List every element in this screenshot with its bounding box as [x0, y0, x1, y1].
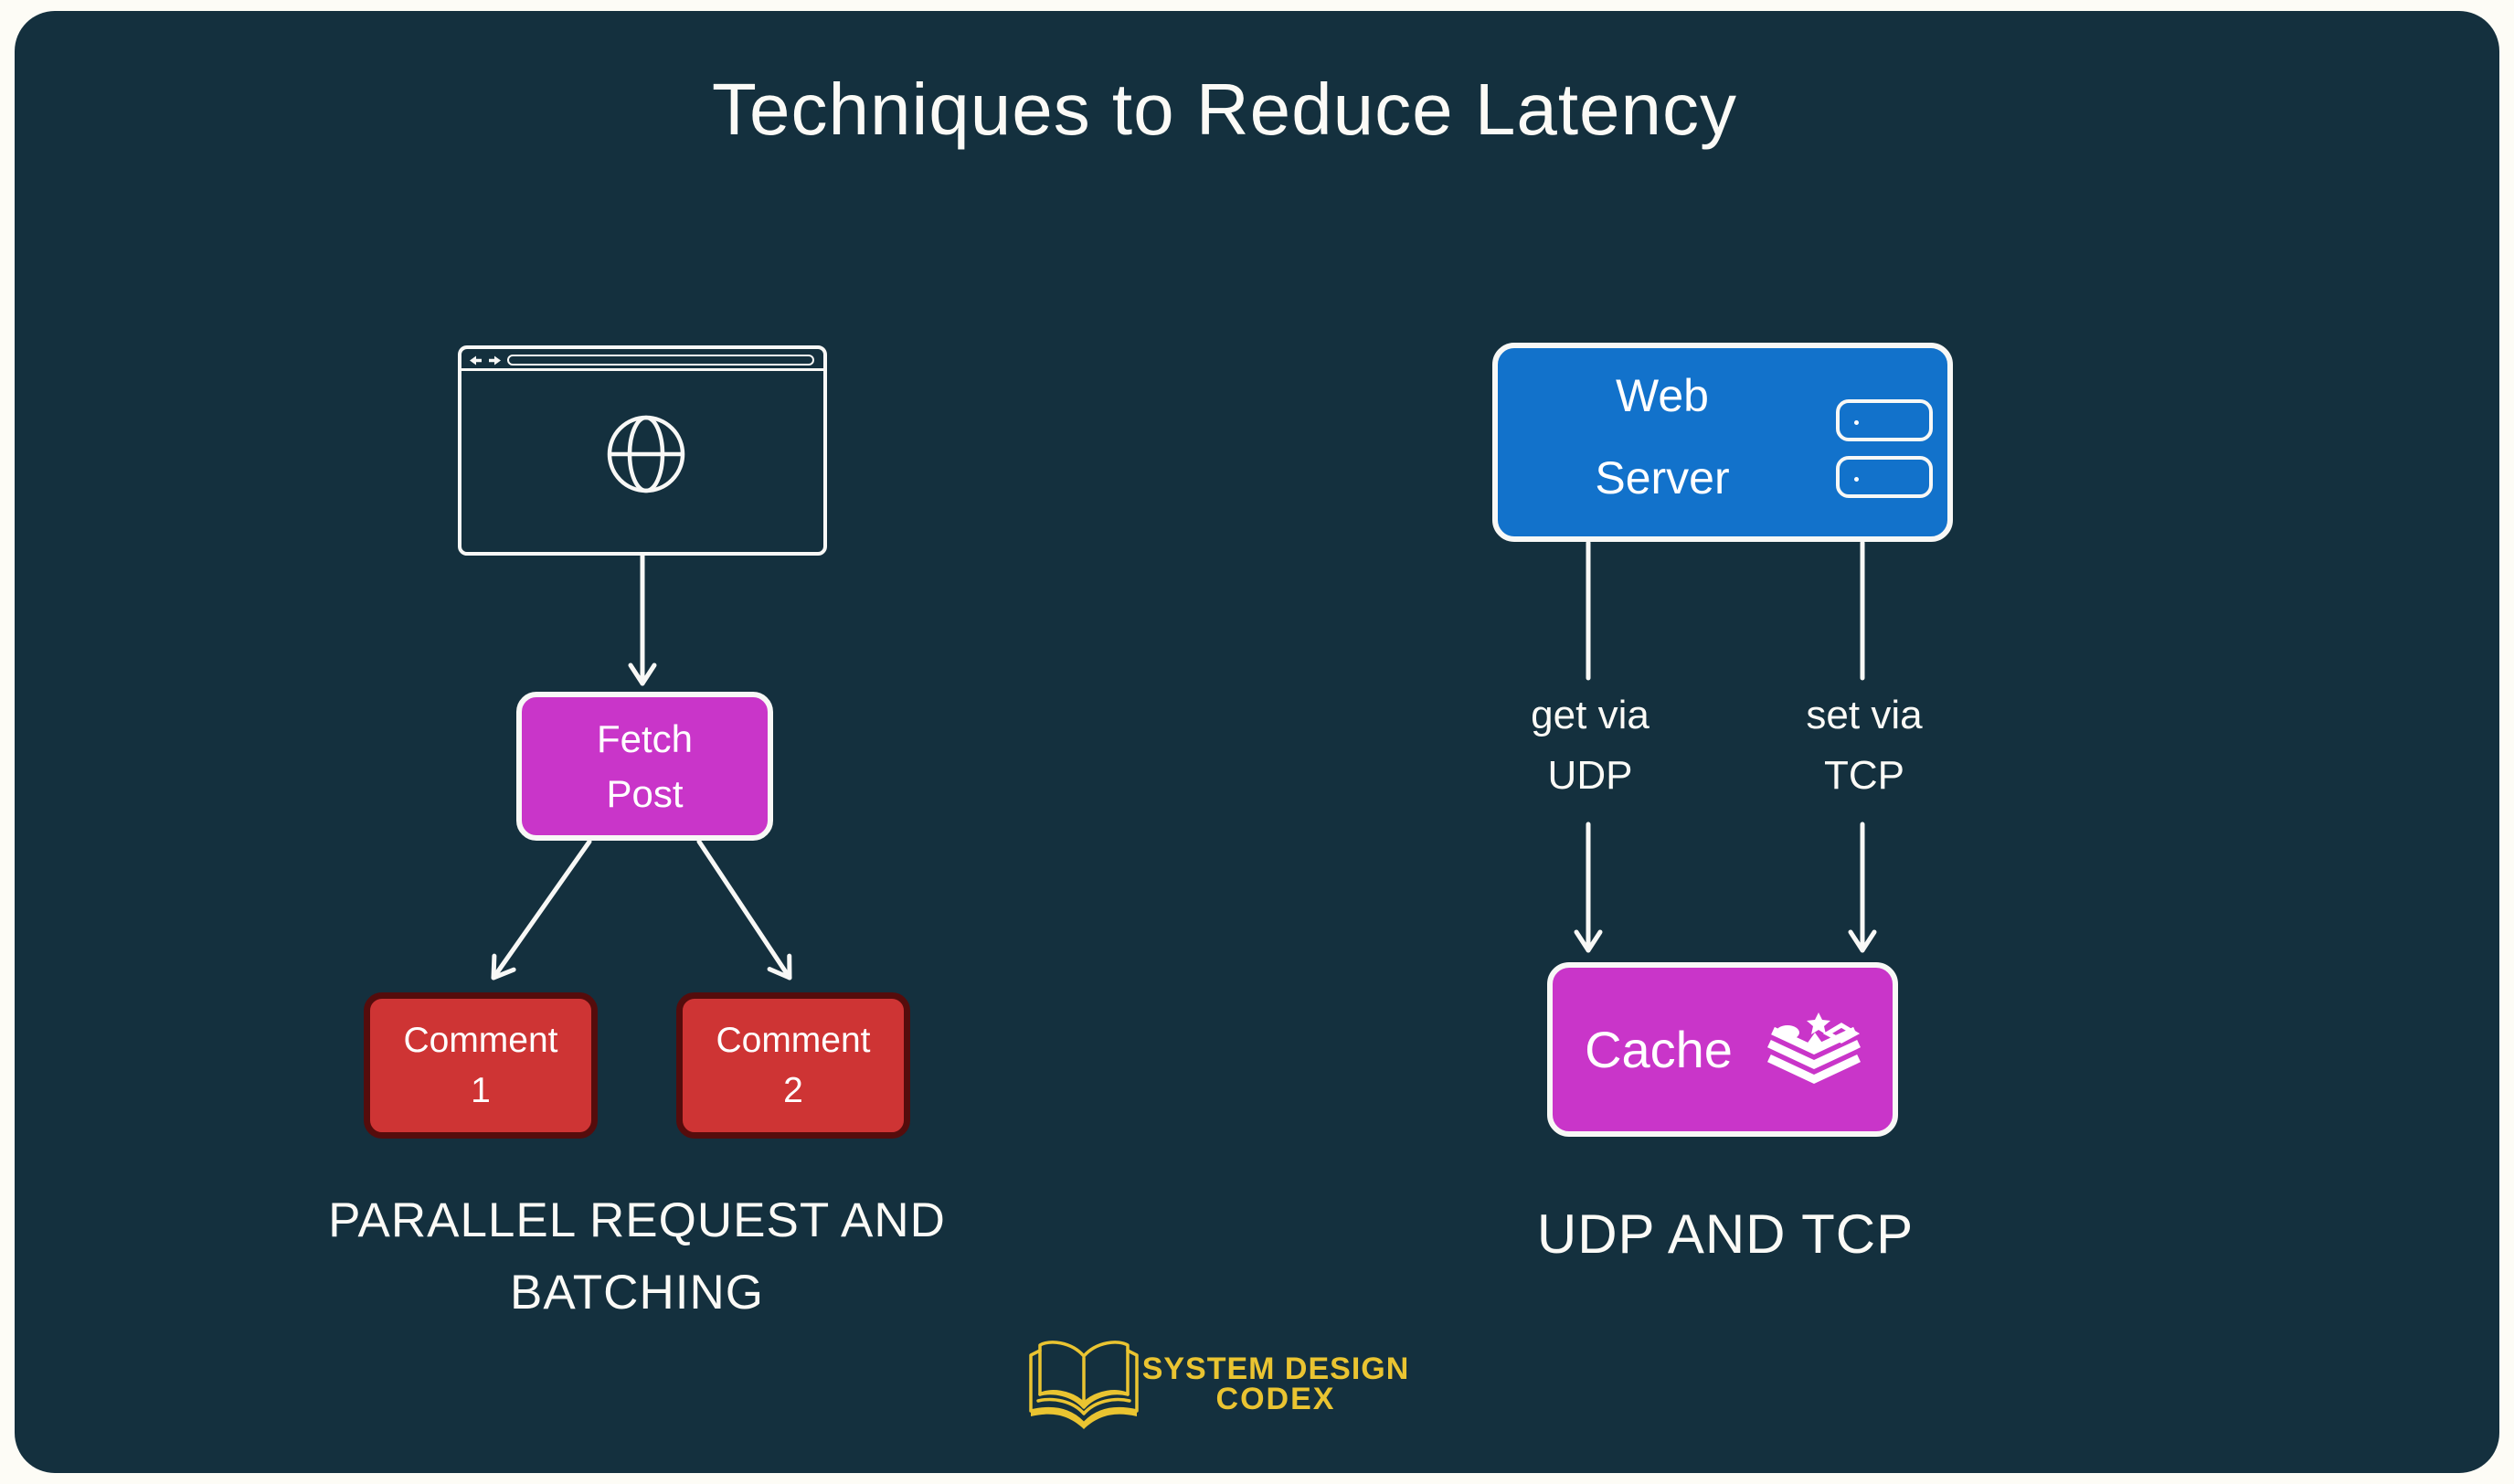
cache-label: Cache: [1585, 1021, 1733, 1078]
fetch-post-node: Fetch Post: [516, 692, 773, 841]
brand-wordmark: SYSTEM DESIGN CODEX: [1139, 1352, 1413, 1416]
right-section-caption: UDP AND TCP: [1536, 1203, 1915, 1265]
redis-cache-icon: [1766, 1012, 1861, 1084]
web-server-label-line2: Server: [1595, 452, 1730, 504]
fetch-post-label-line2: Post: [606, 771, 684, 815]
edge-set-line1: set via: [1806, 693, 1923, 737]
web-server-label: Web Server: [1516, 343, 1809, 531]
arrow-fetchpost-to-comment2: [696, 839, 792, 980]
left-caption-line2: BATCHING: [510, 1266, 764, 1320]
edge-label-get-via-udp: get via UDP: [1471, 685, 1709, 806]
edge-get-line2: UDP: [1547, 753, 1633, 798]
page-title: Techniques to Reduce Latency: [711, 69, 1738, 150]
diagram-panel: [15, 11, 2499, 1473]
comment-2-node: Comment 2: [676, 992, 910, 1139]
browser-title-bar: [461, 349, 823, 371]
edge-label-set-via-tcp: set via TCP: [1745, 685, 1983, 806]
server-slot-icon: [1836, 456, 1933, 498]
browser-window-icon: [458, 345, 827, 556]
cache-node: Cache: [1547, 962, 1898, 1137]
edge-set-line2: TCP: [1824, 753, 1904, 798]
comment-1-label-line2: 1: [471, 1071, 491, 1110]
arrow-fetchpost-to-comment1: [491, 839, 592, 980]
address-bar: [507, 355, 814, 366]
comment-2-label-line1: Comment: [716, 1021, 871, 1060]
left-section-caption: PARALLEL REQUEST AND BATCHING: [226, 1184, 1048, 1329]
left-caption-line1: PARALLEL REQUEST AND: [328, 1193, 946, 1247]
server-slot-led: [1854, 420, 1859, 425]
fetch-post-label-line1: Fetch: [596, 716, 694, 760]
web-server-node: Web Server: [1492, 343, 1953, 542]
server-slot-icon: [1836, 399, 1933, 441]
brand-line2: CODEX: [1215, 1382, 1336, 1416]
back-forward-arrows-icon: [470, 355, 501, 366]
globe-icon: [607, 415, 685, 493]
server-slot-led: [1854, 477, 1859, 482]
comment-1-label-line1: Comment: [403, 1021, 558, 1060]
web-server-label-line1: Web: [1616, 370, 1709, 421]
brand-line1: SYSTEM DESIGN: [1141, 1352, 1410, 1386]
comment-2-label-line2: 2: [783, 1071, 803, 1110]
book-cover-base: [1031, 1408, 1137, 1429]
edge-get-line1: get via: [1531, 693, 1649, 737]
comment-1-node: Comment 1: [364, 992, 598, 1139]
open-book-icon: [1029, 1341, 1139, 1429]
